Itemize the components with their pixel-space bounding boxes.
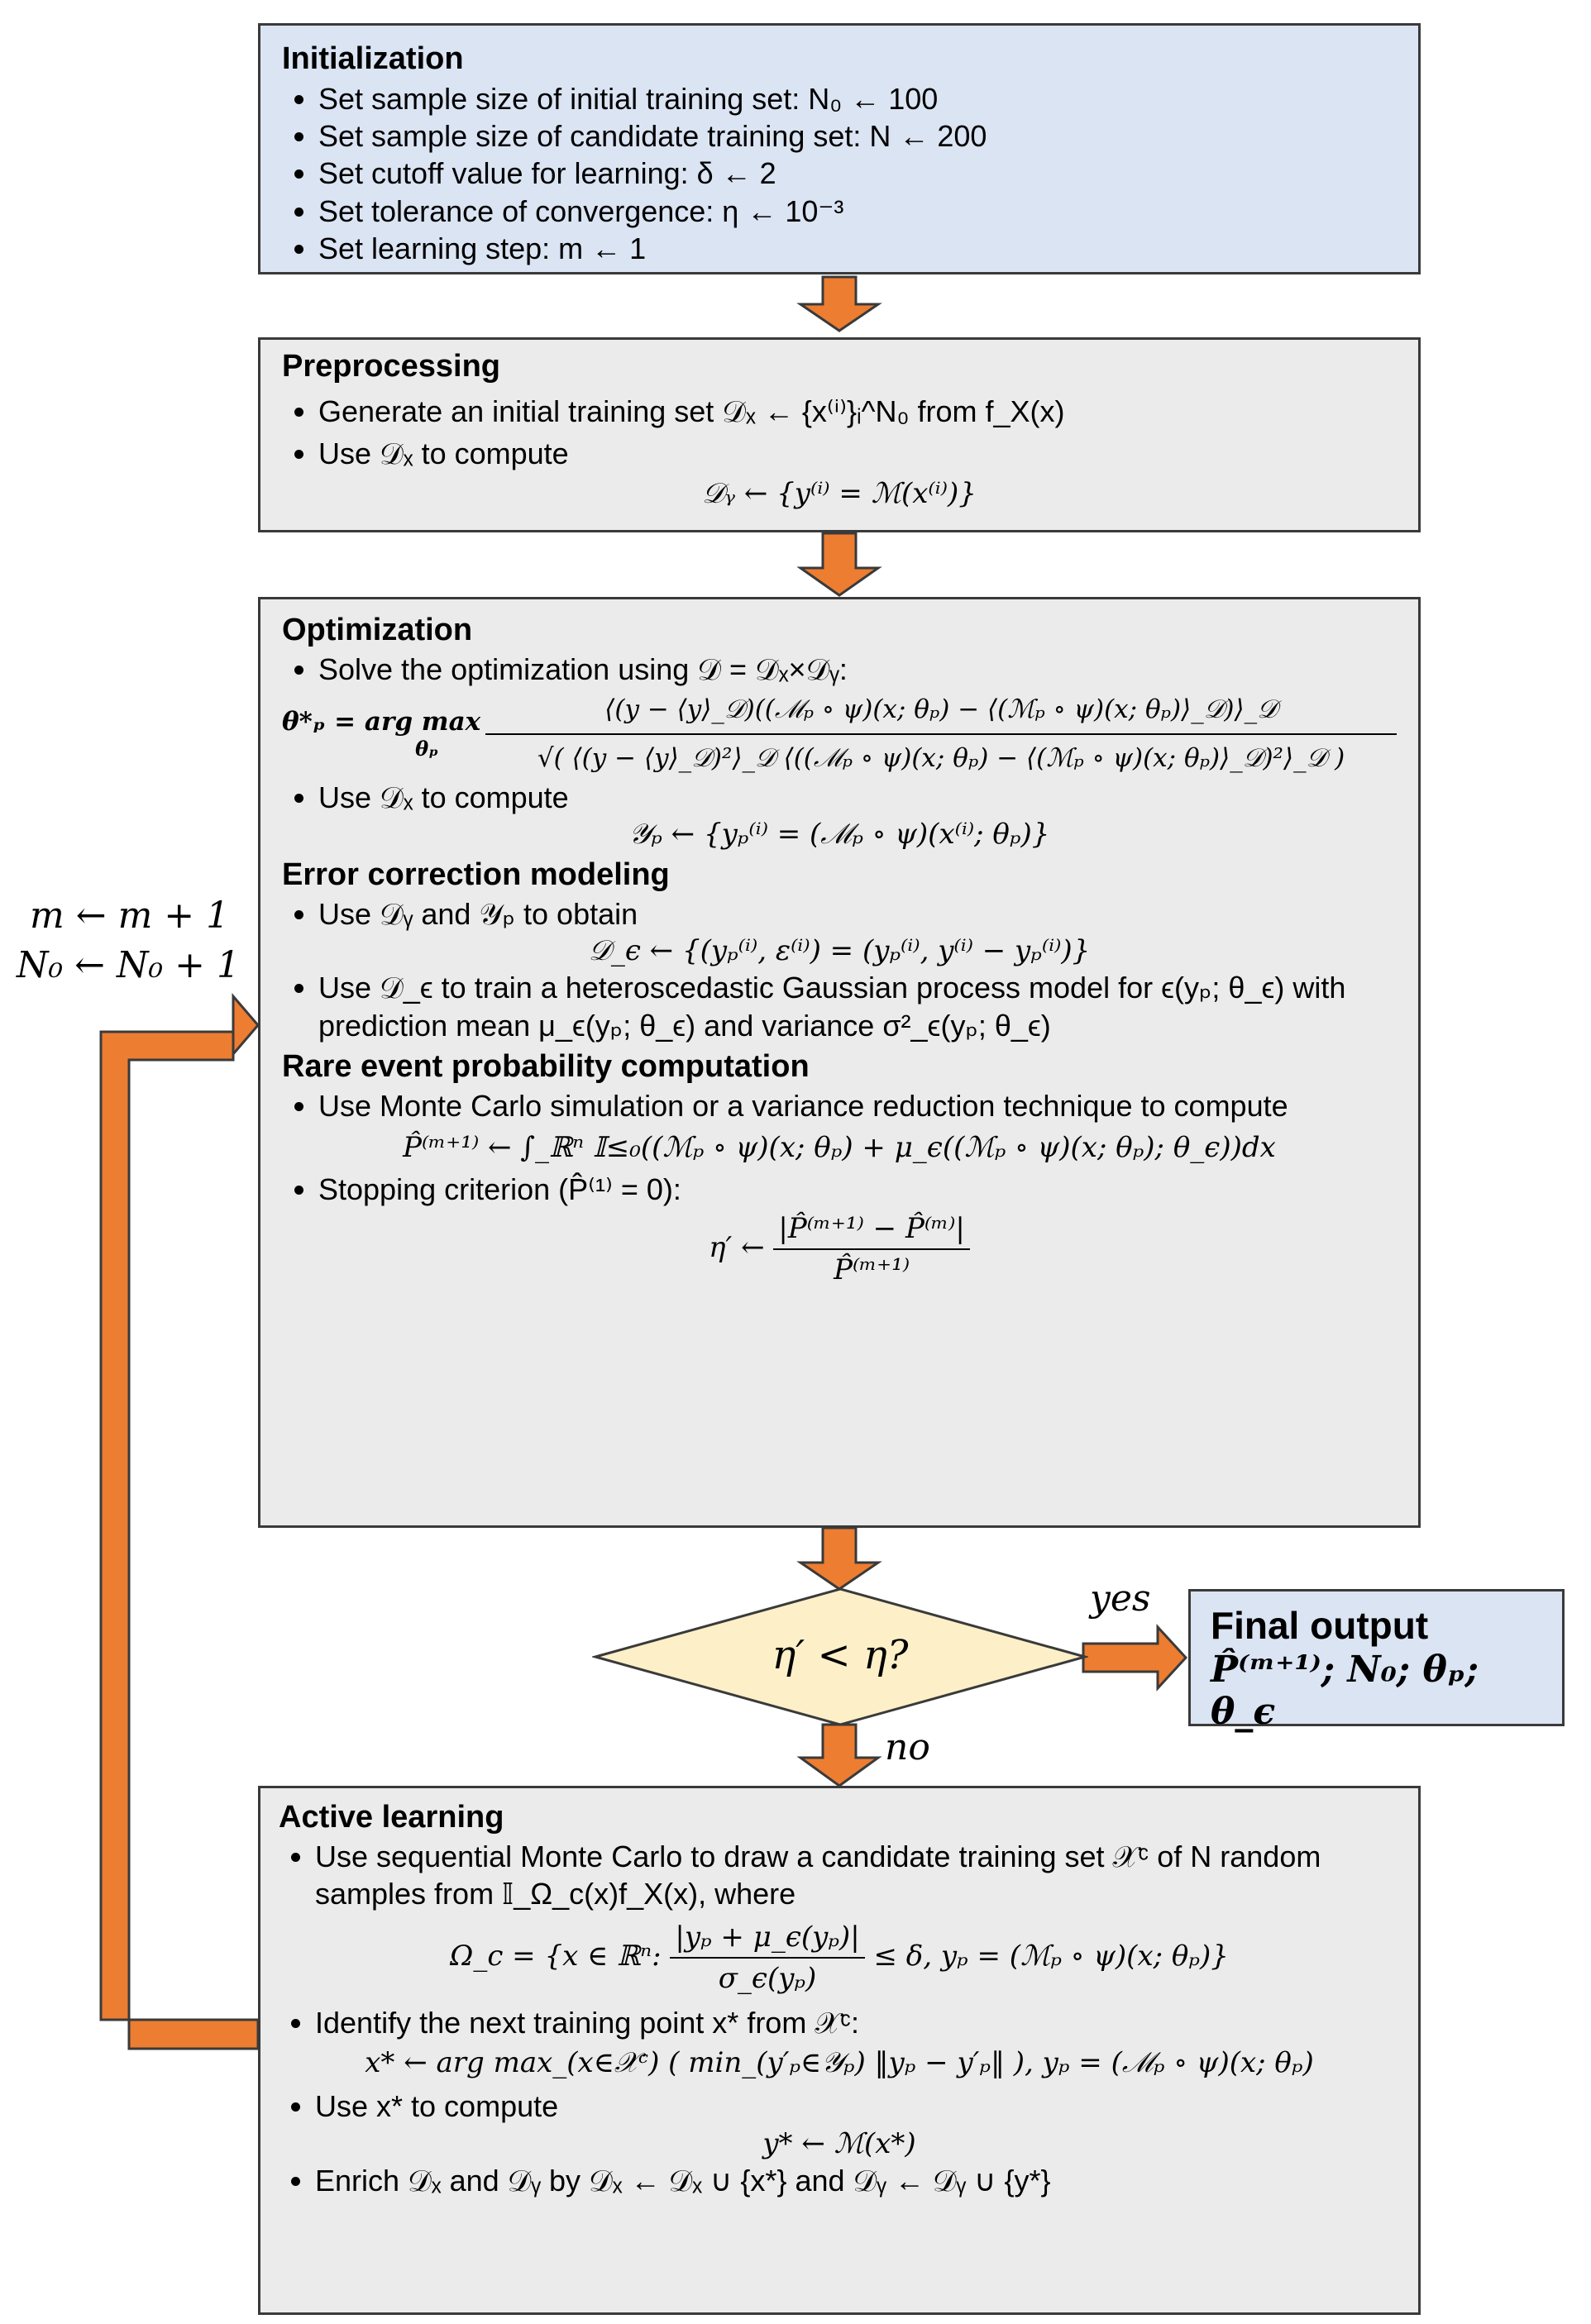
active-learning-list-1: Use sequential Monte Carlo to draw a can… bbox=[279, 1838, 1400, 1913]
preprocessing-title: Preprocessing bbox=[282, 349, 500, 384]
ec-equation: 𝒟_ϵ ← {(yₚ⁽ⁱ⁾, ε⁽ⁱ⁾) = (yₚ⁽ⁱ⁾, y⁽ⁱ⁾ − yₚ… bbox=[588, 934, 1091, 968]
active-learning-box: Active learning Use sequential Monte Car… bbox=[258, 1786, 1421, 2315]
opt-fraction: ⟨(y − ⟨y⟩_𝒟)((ℳₚ ∘ ψ)(x; θₚ) − ⟨(ℳₚ ∘ ψ)… bbox=[485, 694, 1397, 774]
preprocessing-box: Preprocessing Generate an initial traini… bbox=[258, 337, 1421, 532]
preprocessing-list: Generate an initial training set 𝒟ₓ ← {x… bbox=[282, 393, 1397, 473]
optimization-list-2: Use 𝒟ₓ to compute bbox=[282, 779, 1397, 816]
opt-lhs: θ*ₚ = arg max bbox=[282, 707, 481, 737]
initialization-list: Set sample size of initial training set:… bbox=[282, 80, 1397, 268]
prep-equation: 𝒟ᵧ ← {y⁽ⁱ⁾ = ℳ(x⁽ⁱ⁾)} bbox=[702, 477, 977, 511]
decision-no-label: no bbox=[885, 1726, 930, 1768]
init-item-learning-step: Set learning step: m ← 1 bbox=[318, 230, 1397, 267]
al-item-compute: Use x* to compute bbox=[315, 2088, 1400, 2125]
initialization-title: Initialization bbox=[282, 41, 464, 76]
arrow-preprocessing-to-optimization bbox=[796, 532, 882, 597]
al-eq1-lhs: Ω_c = {x ∈ ℝⁿ: bbox=[450, 1940, 662, 1973]
optimization-box: Optimization Solve the optimization usin… bbox=[258, 597, 1421, 1528]
opt-numerator: ⟨(y − ⟨y⟩_𝒟)((ℳₚ ∘ ψ)(x; θₚ) − ⟨(ℳₚ ∘ ψ)… bbox=[485, 694, 1397, 735]
init-item-cutoff: Set cutoff value for learning: δ ← 2 bbox=[318, 155, 1397, 192]
opt-item-compute: Use 𝒟ₓ to compute bbox=[318, 779, 1397, 816]
arrow-decision-to-active-learning bbox=[796, 1723, 882, 1787]
active-learning-list-3: Use x* to compute bbox=[279, 2088, 1400, 2125]
opt-lhs-block: θ*ₚ = arg max θₚ bbox=[282, 707, 480, 761]
initialization-box: Initialization Set sample size of initia… bbox=[258, 23, 1421, 274]
al-eq1-fraction: |yₚ + μ_ϵ(yₚ)| σ_ϵ(yₚ) bbox=[670, 1919, 865, 1997]
opt-equation-2: 𝒴ₚ ← {yₚ⁽ⁱ⁾ = (ℳₚ ∘ ψ)(x⁽ⁱ⁾; θₚ)} bbox=[628, 818, 1050, 852]
error-correction-title: Error correction modeling bbox=[282, 857, 670, 893]
prep-item-compute: Use 𝒟ₓ to compute bbox=[318, 435, 1397, 472]
error-correction-list-1: Use 𝒟ᵧ and 𝒴ₚ to obtain bbox=[282, 895, 1397, 933]
final-output-math: P̂⁽ᵐ⁺¹⁾; N₀; θₚ; θ_ϵ bbox=[1211, 1649, 1479, 1734]
al-eq1-rhs: ≤ δ, yₚ = (ℳₚ ∘ ψ)(x; θₚ)} bbox=[873, 1940, 1229, 1973]
al-compute-equation: y* ← ℳ(x*) bbox=[762, 2126, 916, 2160]
decision-diamond bbox=[592, 1587, 1088, 1726]
al-item-identify: Identify the next training point x* from… bbox=[315, 2004, 1400, 2041]
loop-label-n0: N₀ ← N₀ + 1 bbox=[17, 944, 240, 986]
rare-event-list-2: Stopping criterion (P̂⁽¹⁾ = 0): bbox=[282, 1171, 1397, 1208]
rare-event-title: Rare event probability computation bbox=[282, 1049, 810, 1085]
al-eq1-denominator: σ_ϵ(yₚ) bbox=[718, 1962, 817, 1996]
opt-equation: θ*ₚ = arg max θₚ ⟨(y − ⟨y⟩_𝒟)((ℳₚ ∘ ψ)(x… bbox=[282, 694, 1397, 774]
ec-item-obtain: Use 𝒟ᵧ and 𝒴ₚ to obtain bbox=[318, 895, 1397, 933]
re-item-stopping: Stopping criterion (P̂⁽¹⁾ = 0): bbox=[318, 1171, 1397, 1208]
final-output-title: Final output bbox=[1211, 1604, 1429, 1647]
loop-back-arrow bbox=[99, 992, 260, 2050]
active-learning-title: Active learning bbox=[279, 1800, 504, 1835]
re-item-monte-carlo: Use Monte Carlo simulation or a variance… bbox=[318, 1087, 1397, 1124]
active-learning-list-4: Enrich 𝒟ₓ and 𝒟ᵧ by 𝒟ₓ ← 𝒟ₓ ∪ {x*} and 𝒟… bbox=[279, 2162, 1400, 2199]
al-item-enrich: Enrich 𝒟ₓ and 𝒟ᵧ by 𝒟ₓ ← 𝒟ₓ ∪ {x*} and 𝒟… bbox=[315, 2162, 1400, 2199]
opt-denominator: √( ⟨(y − ⟨y⟩_𝒟)²⟩_𝒟 ⟨((ℳₚ ∘ ψ)(x; θₚ) − … bbox=[537, 742, 1345, 773]
al-argmax-equation: x* ← arg max_(x∈𝒳ᶜ) ( min_(y′ₚ∈𝒴ₚ) ‖yₚ −… bbox=[365, 2045, 1314, 2079]
al-omega-equation: Ω_c = {x ∈ ℝⁿ: |yₚ + μ_ϵ(yₚ)| σ_ϵ(yₚ) ≤ … bbox=[279, 1919, 1400, 1997]
re-eq2-denominator: P̂⁽ᵐ⁺¹⁾ bbox=[834, 1253, 910, 1286]
optimization-title: Optimization bbox=[282, 613, 473, 647]
decision-yes-label: yes bbox=[1090, 1577, 1151, 1620]
decision-text: η′ < η? bbox=[772, 1632, 909, 1678]
loop-label-m: m ← m + 1 bbox=[30, 895, 230, 937]
re-eq2-fraction: |P̂⁽ᵐ⁺¹⁾ − P̂⁽ᵐ⁾| P̂⁽ᵐ⁺¹⁾ bbox=[773, 1210, 970, 1288]
re-stopping-equation: η′ ← |P̂⁽ᵐ⁺¹⁾ − P̂⁽ᵐ⁾| P̂⁽ᵐ⁺¹⁾ bbox=[282, 1210, 1397, 1288]
arrow-optimization-to-decision bbox=[796, 1526, 882, 1591]
error-correction-list-2: Use 𝒟_ϵ to train a heteroscedastic Gauss… bbox=[282, 969, 1397, 1044]
arrow-decision-to-final bbox=[1082, 1624, 1188, 1692]
rare-event-list-1: Use Monte Carlo simulation or a variance… bbox=[282, 1087, 1397, 1124]
arrow-init-to-preprocessing bbox=[796, 275, 882, 332]
opt-lhs-sub: θₚ bbox=[415, 737, 439, 761]
ec-item-train: Use 𝒟_ϵ to train a heteroscedastic Gauss… bbox=[318, 969, 1397, 1044]
re-eq2-numerator: |P̂⁽ᵐ⁺¹⁾ − P̂⁽ᵐ⁾| bbox=[773, 1210, 970, 1250]
final-output-box: Final output P̂⁽ᵐ⁺¹⁾; N₀; θₚ; θ_ϵ bbox=[1188, 1589, 1565, 1733]
al-eq1-numerator: |yₚ + μ_ϵ(yₚ)| bbox=[670, 1919, 865, 1959]
al-item-candidate: Use sequential Monte Carlo to draw a can… bbox=[315, 1838, 1400, 1913]
init-item-sample-size: Set sample size of initial training set:… bbox=[318, 80, 1397, 117]
prep-item-generate: Generate an initial training set 𝒟ₓ ← {x… bbox=[318, 393, 1397, 430]
re-equation: P̂⁽ᵐ⁺¹⁾ ← ∫_ℝⁿ 𝕀≤₀((ℳₚ ∘ ψ)(x; θₚ) + μ_ϵ… bbox=[403, 1131, 1276, 1165]
re-eq2-lhs: η′ ← bbox=[709, 1230, 765, 1264]
init-item-tolerance: Set tolerance of convergence: η ← 10⁻³ bbox=[318, 193, 1397, 230]
optimization-list-1: Solve the optimization using 𝒟 = 𝒟ₓ×𝒟ᵧ: bbox=[282, 651, 1397, 688]
init-item-candidate-size: Set sample size of candidate training se… bbox=[318, 117, 1397, 155]
active-learning-list-2: Identify the next training point x* from… bbox=[279, 2004, 1400, 2041]
opt-item-solve: Solve the optimization using 𝒟 = 𝒟ₓ×𝒟ᵧ: bbox=[318, 651, 1397, 688]
